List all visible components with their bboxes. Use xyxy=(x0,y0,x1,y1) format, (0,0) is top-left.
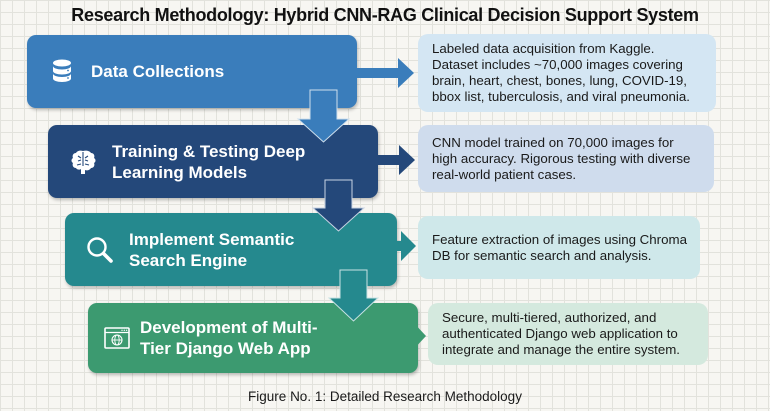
diagram-title: Research Methodology: Hybrid CNN-RAG Cli… xyxy=(71,5,699,25)
step-label: Implement Semantic Search Engine xyxy=(129,229,295,270)
right-arrow-1 xyxy=(357,58,414,88)
description-text: CNN model trained on 70,000 images for h… xyxy=(432,134,691,182)
step-description: CNN model trained on 70,000 images for h… xyxy=(418,125,714,192)
down-arrow-3 xyxy=(327,269,380,322)
down-arrow-1 xyxy=(296,89,351,143)
step-data-collections: Data Collections xyxy=(27,35,357,108)
figure-caption: Figure No. 1: Detailed Research Methodol… xyxy=(248,389,522,404)
step-django-web-app: Development of Multi-Tier Django Web App xyxy=(88,303,418,373)
web-app-icon xyxy=(104,327,130,349)
step-label: Development of Multi-Tier Django Web App xyxy=(140,318,318,358)
step-description: Feature extraction of images using Chrom… xyxy=(418,216,700,279)
down-arrow-2 xyxy=(311,179,366,232)
right-arrow-3 xyxy=(397,231,416,261)
description-text: Labeled data acquisition from Kaggle. Da… xyxy=(432,41,690,104)
right-arrow-4 xyxy=(412,321,426,351)
brain-icon xyxy=(71,150,96,174)
right-arrow-2 xyxy=(378,145,415,175)
step-description: Labeled data acquisition from Kaggle. Da… xyxy=(418,34,716,112)
step-label: Training & Testing Deep Learning Models xyxy=(112,141,306,182)
description-text: Feature extraction of images using Chrom… xyxy=(432,231,687,263)
step-description: Secure, multi-tiered, authorized, and au… xyxy=(428,303,708,365)
search-icon xyxy=(87,236,113,263)
step-label: Data Collections xyxy=(91,62,225,81)
description-text: Secure, multi-tiered, authorized, and au… xyxy=(442,310,681,357)
database-icon xyxy=(53,59,71,82)
